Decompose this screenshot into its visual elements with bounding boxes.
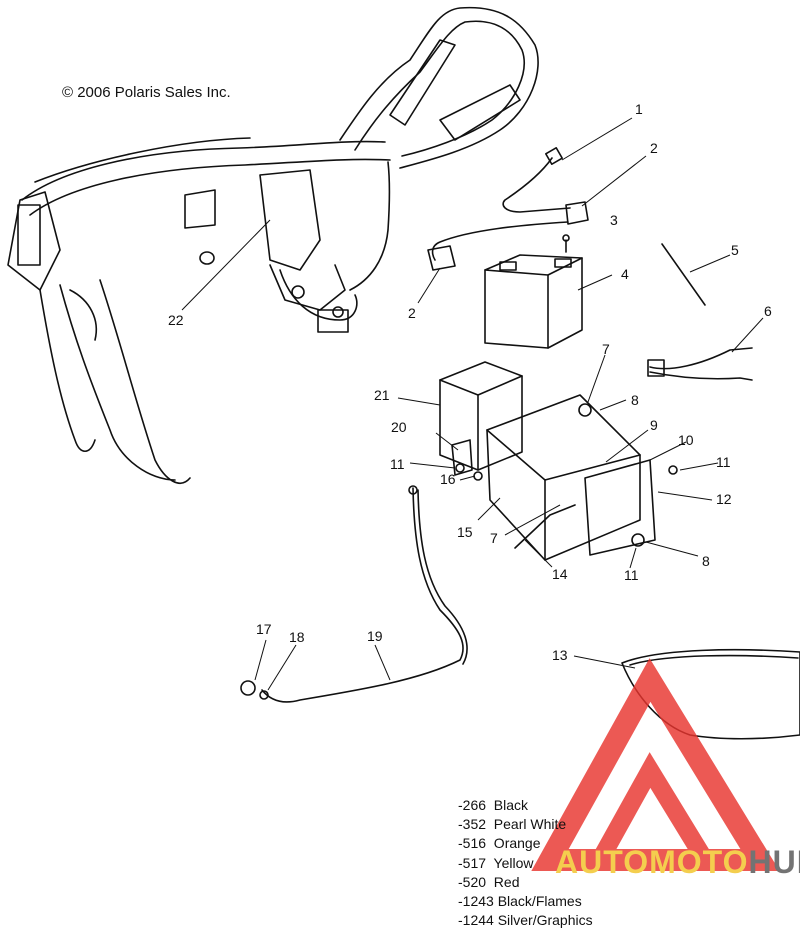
callout-16: 16: [440, 471, 456, 487]
callout-3: 3: [610, 212, 618, 228]
callout-11-left: 11: [390, 456, 405, 472]
callout-8-upper: 8: [631, 392, 639, 408]
callout-15: 15: [457, 524, 473, 540]
color-code-list: -266 Black -352 Pearl White -516 Orange …: [458, 796, 593, 930]
callout-11-right: 11: [716, 454, 731, 470]
callout-17: 17: [256, 621, 272, 637]
color-code-item: -1244 Silver/Graphics: [458, 912, 593, 929]
callout-14: 14: [552, 566, 568, 582]
callout-10: 10: [678, 432, 694, 448]
callout-8-lower: 8: [702, 553, 710, 569]
callout-22: 22: [168, 312, 184, 328]
callout-4: 4: [621, 266, 629, 282]
color-code-item: -1243 Black/Flames: [458, 893, 582, 910]
watermark-text-left: AUTOMOTO: [555, 844, 748, 880]
callout-13: 13: [552, 647, 568, 663]
callout-labels: 1 2 2 3 4 5 6 7 7 8 8 9 10 11 11 11 11 1…: [168, 101, 772, 663]
side-cover: [621, 648, 800, 740]
callout-7-upper: 7: [602, 341, 610, 357]
svg-text:AUTOMOTOHUB: AUTOMOTOHUB: [555, 844, 800, 880]
wire-harness: [647, 347, 753, 381]
rod-part: [661, 243, 706, 306]
automotohub-watermark: AUTOMOTOHUB: [531, 658, 800, 880]
callout-11-bottom: 11: [624, 567, 639, 583]
battery: [484, 234, 583, 349]
copyright-text: © 2006 Polaris Sales Inc.: [62, 84, 231, 101]
color-code-item: -520 Red: [458, 873, 520, 890]
color-code-item: -352 Pearl White: [458, 816, 567, 833]
battery-cables: [427, 147, 589, 271]
color-code-item: -266 Black: [458, 797, 529, 813]
callout-21: 21: [374, 387, 390, 403]
frame-assembly: [7, 6, 539, 484]
callout-20: 20: [391, 419, 407, 435]
callout-5: 5: [731, 242, 739, 258]
callout-6: 6: [764, 303, 772, 319]
callout-2-connector: 2: [408, 305, 416, 321]
callout-7-lower: 7: [490, 530, 498, 546]
callout-9: 9: [650, 417, 658, 433]
watermark-text-right: HUB: [748, 844, 800, 880]
callout-18: 18: [289, 629, 305, 645]
color-code-item: -516 Orange: [458, 835, 541, 852]
callout-2-cable: 2: [650, 140, 658, 156]
leader-lines: [181, 117, 764, 691]
callout-1: 1: [635, 101, 643, 117]
callout-12: 12: [716, 491, 732, 507]
color-code-item: -517 Yellow: [458, 854, 534, 871]
brake-line: [240, 485, 468, 703]
callout-19: 19: [367, 628, 383, 644]
battery-tray: [439, 361, 678, 561]
